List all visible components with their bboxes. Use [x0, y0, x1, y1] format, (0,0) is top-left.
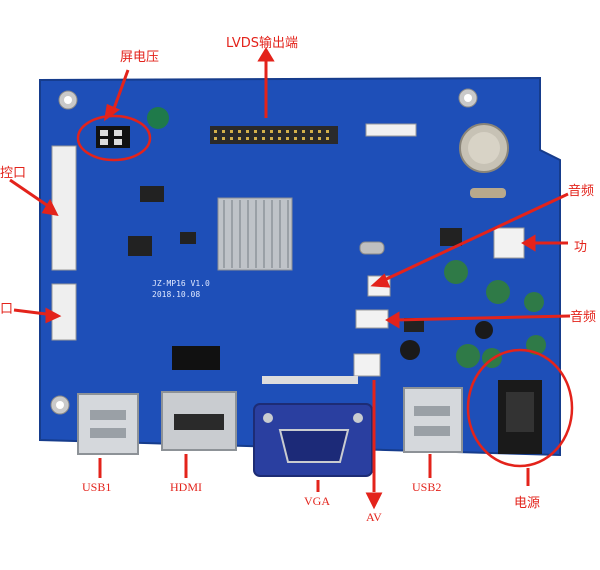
lvds-header: [210, 126, 338, 144]
capacitor: [456, 344, 480, 368]
capacitor: [524, 292, 544, 312]
label-lvds-output: LVDS输出端: [226, 36, 298, 51]
power-highlight-circle: [466, 348, 574, 468]
usb1-port: [77, 393, 139, 455]
label-keypad-port: 控口: [0, 166, 27, 181]
av-connector: [353, 353, 381, 377]
label-ir-port: 口: [0, 302, 14, 317]
pcb-board: [40, 78, 560, 455]
capacitor: [486, 280, 510, 304]
audio-connector-right: [355, 309, 389, 329]
label-screen-voltage: 屏电压: [120, 50, 160, 65]
ic-chip: [140, 186, 164, 202]
pin-header: [365, 123, 417, 137]
crystal: [470, 188, 506, 198]
label-audio-top: 音频: [568, 184, 595, 199]
voltage-highlight-circle: [76, 114, 152, 162]
regulator: [128, 236, 152, 256]
ir-connector: [51, 283, 77, 341]
board-date-text: 2018.10.08: [152, 290, 200, 299]
capacitor: [147, 107, 169, 129]
label-hdmi: HDMI: [170, 480, 202, 494]
label-vga: VGA: [304, 494, 330, 508]
label-audio-right: 音频: [570, 310, 597, 325]
label-av: AV: [366, 510, 382, 524]
amp-connector: [493, 227, 525, 259]
arrow-audio-top: [379, 192, 569, 284]
label-amplifier: 功: [574, 240, 588, 255]
board-model-text: JZ-MP16 V1.0: [152, 279, 210, 288]
capacitor: [444, 260, 468, 284]
label-power: 电源: [514, 496, 541, 511]
usb2-port: [403, 387, 463, 453]
keypad-connector: [51, 145, 77, 271]
label-usb2: USB2: [412, 480, 442, 494]
arrow-screen-voltage: [110, 69, 130, 115]
pin-header: [172, 346, 220, 370]
arrow-audio-right: [393, 314, 571, 322]
label-usb1: USB1: [82, 480, 112, 494]
